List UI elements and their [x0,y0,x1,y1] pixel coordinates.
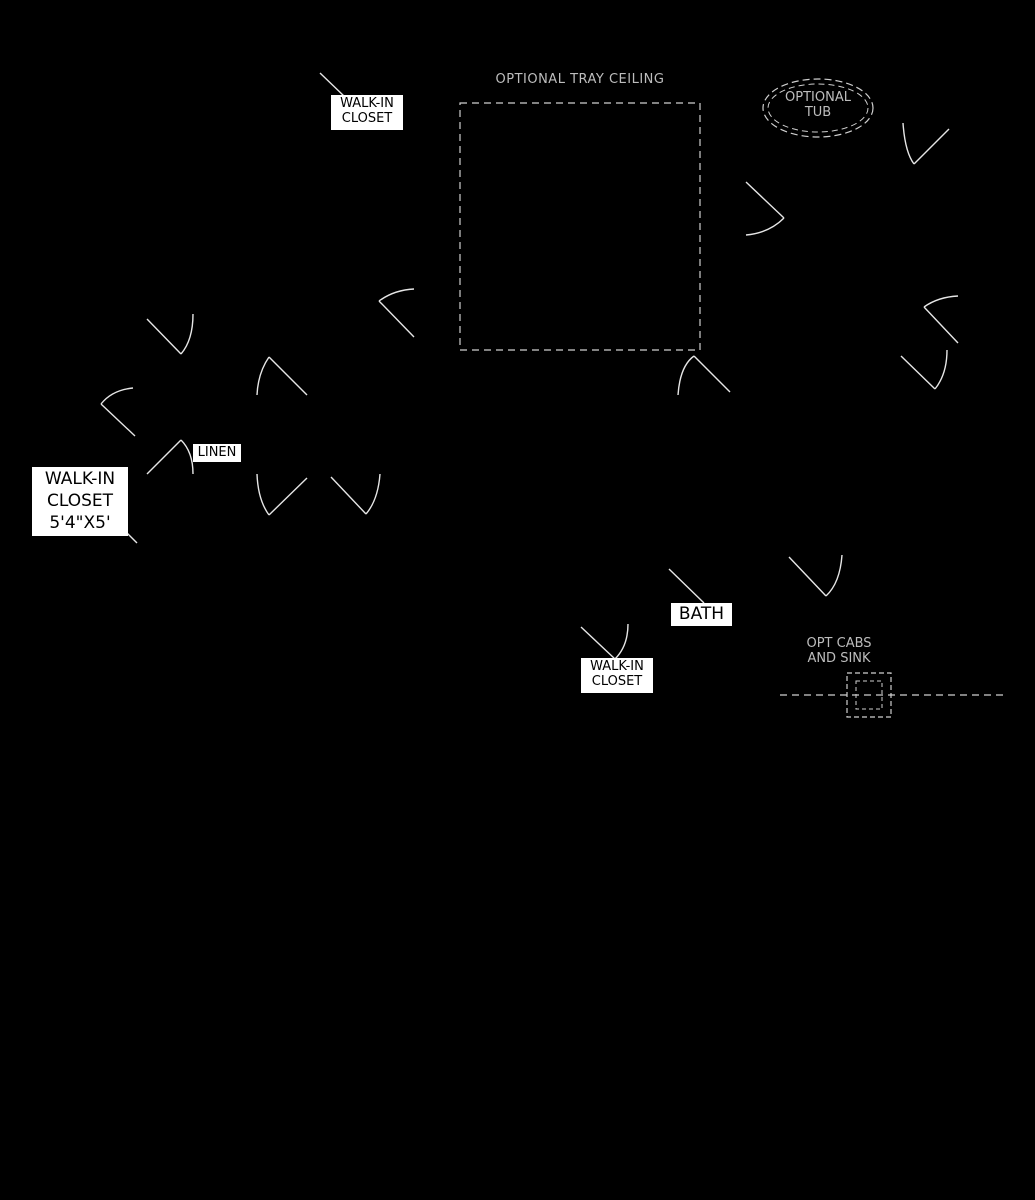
door-swing-bath-right [788,554,843,597]
door-swing-hall-bath [330,473,381,515]
opt-cabs-line2: AND SINK [807,650,871,666]
door-swing-bath-top-right [902,122,950,165]
sink-outline-inner [855,680,883,710]
door-swing-closet-left [100,387,136,437]
door-swing-hall-left-lower [256,473,308,516]
door-swings [100,72,959,660]
door-swing-bedroom-left [378,288,415,338]
sink-outline-outer [846,672,892,718]
optional-tub-line2: TUB [804,104,832,120]
bath-label: BATH [671,603,732,626]
walk-in-closet-bottom-label: WALK-IN CLOSET [581,658,653,693]
walk-in-closet-left-label: WALK-IN CLOSET 5'4"X5' [32,467,128,536]
opt-cabs-and-sink-label: OPT CABS AND SINK [789,636,889,666]
door-swing-left-top [146,313,194,355]
walk-in-closet-top-line1: WALK-IN [340,96,394,111]
door-swing-right-wall-lower [900,349,948,390]
walk-in-closet-top-line2: CLOSET [341,110,393,126]
door-swing-hall-center [677,355,731,396]
tray-ceiling-outline [459,102,701,351]
optional-tray-ceiling-label: OPTIONAL TRAY CEILING [495,72,665,87]
door-swing-hall-left-upper [256,356,308,396]
linen-label: LINEN [193,444,241,462]
walk-in-closet-top-label: WALK-IN CLOSET [331,95,403,130]
optional-tub-label: OPTIONAL TUB [768,90,868,120]
walk-in-closet-bottom-line2: CLOSET [591,673,643,689]
door-swing-closet-left-lower [126,532,138,544]
optional-tub-line1: OPTIONAL [785,90,851,105]
walk-in-closet-bottom-line1: WALK-IN [590,659,644,674]
optional-tub-inner-outline [767,83,869,133]
door-swing-bath-left [668,568,705,604]
walk-in-closet-left-line1: WALK-IN [44,469,116,489]
door-swing-walk-in-bottom [580,623,629,660]
door-swing-right-wall-upper [923,295,959,344]
opt-cabs-line1: OPT CABS [806,636,872,651]
optional-tub-outline [762,78,874,138]
door-swing-walk-in-top [319,72,346,98]
walk-in-closet-left-line3: 5'4"X5' [49,513,111,534]
door-swing-bedroom-right [745,181,785,236]
door-swing-linen [146,439,194,475]
walk-in-closet-left-line2: CLOSET [46,491,114,512]
